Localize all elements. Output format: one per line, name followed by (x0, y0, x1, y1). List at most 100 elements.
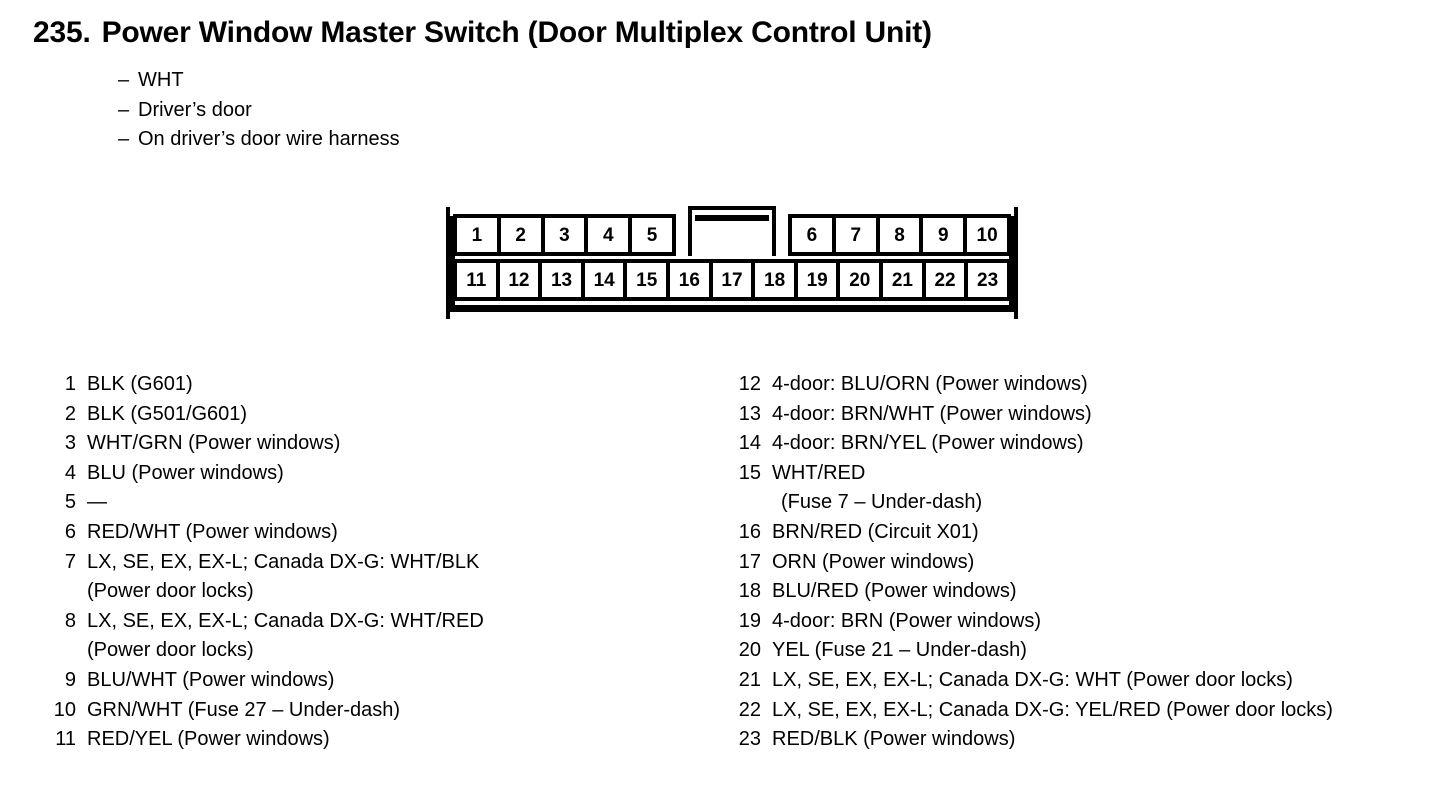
pin-legend-continuation: (Power door locks) (87, 639, 254, 662)
pin-legend-number: 22 (738, 698, 761, 721)
pin-legend-description: YEL (Fuse 21 – Under-dash) (772, 639, 1027, 662)
pin-legend-number: 17 (738, 550, 761, 573)
pin-legend-description: 4-door: BRN/WHT (Power windows) (772, 402, 1092, 425)
pin-legend-entry: 7 LX, SE, EX, EX-L; Canada DX-G: WHT/BLK (48, 548, 708, 578)
connector-pin: 19 (793, 259, 841, 301)
pin-legend-entry: 14 4-door: BRN/YEL (Power windows) (733, 429, 1433, 459)
note-line: –On driver’s door wire harness (118, 125, 400, 155)
pin-legend-description: LX, SE, EX, EX-L; Canada DX-G: WHT (Powe… (772, 668, 1293, 691)
pin-legend-entry: 20 YEL (Fuse 21 – Under-dash) (733, 636, 1433, 666)
pin-legend-entry: 4 BLU (Power windows) (48, 459, 708, 489)
connector-pin: 8 (875, 214, 924, 256)
pin-legend-description: BLK (G501/G601) (87, 402, 248, 425)
pin-legend-right-column: 12 4-door: BLU/ORN (Power windows) 13 4-do… (733, 370, 1433, 755)
connector-shell-left (446, 207, 455, 319)
pin-legend-description: RED/BLK (Power windows) (772, 728, 1016, 751)
connector-pin: 11 (453, 259, 500, 301)
connector-pin: 7 (831, 214, 880, 256)
pin-legend-number: 5 (64, 491, 76, 514)
pin-legend-entry: 16 BRN/RED (Circuit X01) (733, 518, 1433, 548)
connector-pin: 22 (921, 259, 969, 301)
pin-legend-number: 9 (64, 668, 76, 691)
note-line: –Driver’s door (118, 96, 400, 126)
connector-pin: 3 (540, 214, 589, 256)
connector-pin: 16 (666, 259, 713, 301)
pin-legend-number: 4 (64, 461, 76, 484)
pin-legend-description: LX, SE, EX, EX-L; Canada DX-G: YEL/RED (… (772, 698, 1333, 721)
connector-pin: 20 (836, 259, 884, 301)
connector-pin: 13 (538, 259, 585, 301)
pin-legend-description: WHT/RED (772, 461, 866, 484)
pin-legend-description: GRN/WHT (Fuse 27 – Under-dash) (87, 698, 401, 721)
pin-legend-continuation: (Power door locks) (87, 580, 254, 603)
pin-legend-number: 1 (64, 373, 76, 395)
connector-pin: 14 (580, 259, 628, 301)
connector-pin: 18 (751, 259, 798, 301)
connector-latch-tab (687, 206, 777, 256)
pin-legend-number: 16 (738, 520, 761, 543)
pin-legend-entry: 22 LX, SE, EX, EX-L; Canada DX-G: YEL/RED… (733, 696, 1433, 726)
pin-legend-description: WHT/GRN (Power windows) (87, 432, 341, 455)
pin-legend-description: BLU (Power windows) (87, 461, 284, 484)
latch-bar (694, 215, 770, 221)
note-text: Driver’s door (138, 98, 252, 121)
shell-notch-bottom-right (1009, 310, 1014, 319)
pin-legend-number: 21 (738, 668, 761, 691)
pin-legend-number: 13 (738, 402, 761, 425)
pin-legend-entry: 5— (48, 488, 708, 518)
connector-shell-right (1009, 207, 1018, 319)
pin-legend-entry: 12 4-door: BLU/ORN (Power windows) (733, 370, 1433, 400)
pin-legend-entry: 2 BLK (G501/G601) (48, 400, 708, 430)
pin-legend-entry: 18 BLU/RED (Power windows) (733, 577, 1433, 607)
note-dash: – (118, 69, 130, 91)
pin-legend-number: 2 (64, 402, 76, 425)
connector-pin: 15 (623, 259, 671, 301)
connector-pin: 1 (453, 214, 501, 256)
connector-pin-row-top: 1 2 3 4 5 6 7 8 9 10 (453, 206, 1011, 256)
pin-legend-description: 4-door: BRN (Power windows) (772, 609, 1041, 632)
pin-legend-number: 6 (64, 520, 76, 543)
pin-legend-description: RED/WHT (Power windows) (87, 520, 338, 543)
pin-legend-entry: 17 ORN (Power windows) (733, 548, 1433, 578)
pin-legend-number: 7 (64, 550, 76, 573)
section-number: 235. (33, 16, 91, 49)
connector-diagram: 1 2 3 4 5 6 7 8 9 10 11 12 13 14 15 16 (446, 206, 1018, 319)
note-text: WHT (138, 69, 184, 91)
pin-legend-description: BLK (G601) (87, 373, 193, 395)
page-title: 235. Power Window Master Switch (Door Mul… (33, 16, 932, 49)
pin-legend-description: BLU/WHT (Power windows) (87, 668, 335, 691)
pin-legend-description: BLU/RED (Power windows) (772, 580, 1017, 603)
pin-legend-continuation: (Fuse 7 – Under-dash) (781, 491, 983, 514)
connector-pin: 5 (628, 214, 676, 256)
connector-pin: 17 (708, 259, 756, 301)
pin-legend-number: 18 (738, 580, 761, 603)
pin-legend-entry: 9 BLU/WHT (Power windows) (48, 666, 708, 696)
connector-pin: 2 (496, 214, 545, 256)
pin-legend-description: BRN/RED (Circuit X01) (772, 520, 979, 543)
shell-notch-top-right (1009, 207, 1014, 216)
pin-legend-number: 14 (738, 432, 761, 455)
pin-legend-entry: 13 4-door: BRN/WHT (Power windows) (733, 400, 1433, 430)
pin-legend-description: 4-door: BLU/ORN (Power windows) (772, 373, 1088, 395)
connector-pin: 9 (919, 214, 968, 256)
connector-shell-bottom-rail (450, 305, 1014, 312)
connector-pin: 10 (963, 214, 1011, 256)
pin-legend-description: 4-door: BRN/YEL (Power windows) (772, 432, 1084, 455)
pin-legend-number: 20 (738, 639, 761, 662)
pin-legend-entry: 6 RED/WHT (Power windows) (48, 518, 708, 548)
pin-legend-description: ORN (Power windows) (772, 550, 975, 573)
pin-legend-description: LX, SE, EX, EX-L; Canada DX-G: WHT/BLK (87, 550, 480, 573)
note-line: –WHT (118, 66, 400, 96)
connector-pin: 21 (879, 259, 926, 301)
note-dash: – (118, 98, 130, 121)
pin-legend-number: 12 (738, 373, 761, 395)
pin-legend-entry: 1 BLK (G601) (48, 370, 708, 400)
pin-legend-description: RED/YEL (Power windows) (87, 728, 330, 751)
pin-legend-number: 19 (738, 609, 761, 632)
page-title-text: Power Window Master Switch (Door Multipl… (101, 16, 932, 49)
